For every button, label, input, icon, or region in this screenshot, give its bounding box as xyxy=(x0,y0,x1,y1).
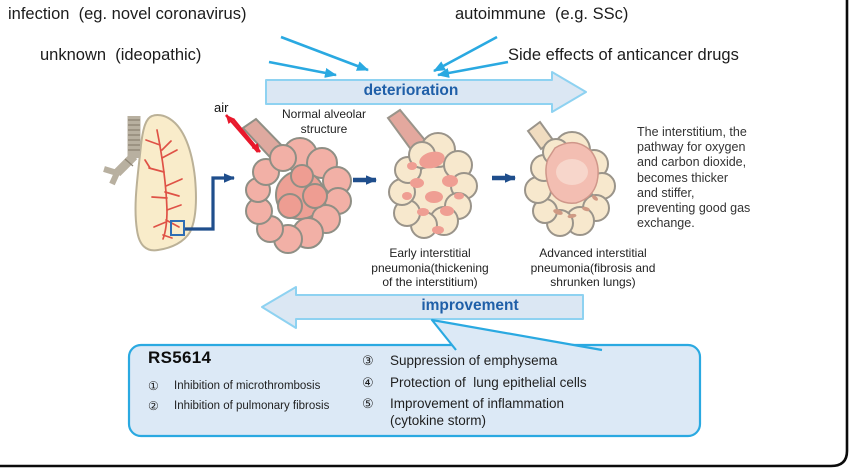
cause-arrows xyxy=(268,35,509,78)
item-text: Inhibition of microthrombosis xyxy=(174,380,321,392)
advanced-pneumonia-illustration xyxy=(524,120,616,237)
callout-tail xyxy=(430,318,603,352)
rs5614-item-1: ① Inhibition of microthrombosis xyxy=(148,380,363,393)
item-number: ① xyxy=(148,379,159,393)
trachea xyxy=(103,116,141,186)
item-text: Inhibition of pulmonary fibrosis xyxy=(174,400,330,412)
infection-arrow xyxy=(280,35,369,72)
cause-autoimmune-label: autoimmune (e.g. SSc) xyxy=(455,5,629,23)
air-flow-arrows xyxy=(225,114,262,153)
lung-icon xyxy=(103,114,197,252)
advanced-pneumonia-caption: Advanced interstitial pneumonia(fibrosis… xyxy=(530,246,656,289)
rs5614-item-4: ④ Protection of lung epithelial cells xyxy=(362,375,692,392)
item-number: ② xyxy=(148,399,159,413)
normal-structure-caption: Normal alveolar structure xyxy=(281,107,367,136)
item-number: ④ xyxy=(362,374,374,390)
shrunken-alveoli-specks xyxy=(553,195,598,219)
early-pneumonia-illustration xyxy=(386,108,478,239)
rs5614-item-2: ② Inhibition of pulmonary fibrosis xyxy=(148,400,363,413)
rs5614-title: RS5614 xyxy=(148,348,212,367)
item-number: ⑤ xyxy=(362,396,374,411)
pink-patches xyxy=(402,151,464,234)
item-text: Improvement of inflammation (cytokine st… xyxy=(390,396,565,428)
autoimmune-arrow xyxy=(433,35,498,73)
normal-alveoli-illustration xyxy=(241,117,352,254)
anticancer-arrow xyxy=(437,60,509,78)
air-out-arrow xyxy=(225,114,259,153)
cause-anticancer-label: Side effects of anticancer drugs xyxy=(508,46,739,64)
early-pneumonia-caption: Early interstitial pneumonia(thickening … xyxy=(371,246,489,289)
rs5614-left-column: ① Inhibition of microthrombosis ② Inhibi… xyxy=(148,380,363,420)
air-in-arrow xyxy=(231,118,262,153)
fibrosis-region xyxy=(545,142,599,204)
cause-infection-label: infection (eg. novel coronavirus) xyxy=(8,5,247,23)
rs5614-item-5: ⑤ Improvement of inflammation (cytokine … xyxy=(362,396,692,429)
air-label: air xyxy=(214,100,229,115)
item-text: Protection of lung epithelial cells xyxy=(390,374,587,390)
unknown-arrow xyxy=(268,60,337,78)
item-number: ③ xyxy=(362,353,374,368)
zoom-region-box xyxy=(170,220,185,236)
improvement-label: improvement xyxy=(421,297,519,314)
cause-unknown-label: unknown (ideopathic) xyxy=(40,46,202,64)
deterioration-label: deterioration xyxy=(363,82,459,99)
zoom-callout-line xyxy=(185,173,235,231)
rs5614-item-3: ③ Suppression of emphysema xyxy=(362,353,692,370)
bronchial-tree xyxy=(144,129,183,240)
rs5614-right-column: ③ Suppression of emphysema ④ Protection … xyxy=(362,353,692,434)
item-text: Suppression of emphysema xyxy=(390,353,558,368)
interstitium-note: The interstitium, the pathway for oxygen… xyxy=(637,125,751,231)
